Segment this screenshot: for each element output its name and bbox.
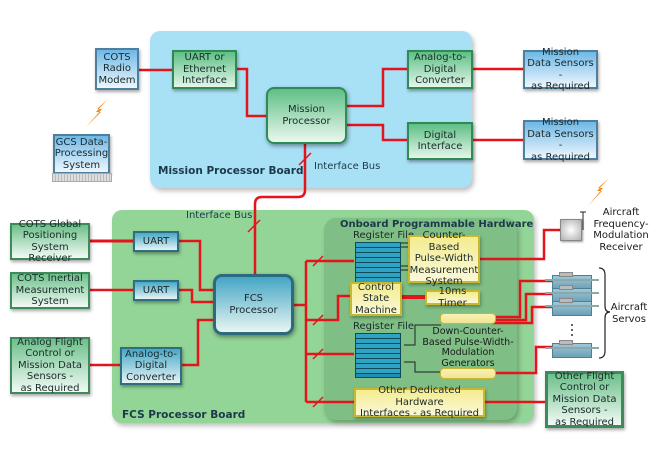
antenna	[580, 211, 586, 230]
pulse-width-measurement-system: Counter-Based Pulse-Width Measurement Sy…	[408, 230, 480, 288]
pwm-generator-bar-top	[440, 313, 496, 324]
servo-icon	[545, 340, 599, 358]
mission-data-sensors-1: Mission Data Sensors - as Required	[523, 47, 598, 92]
gcs-data-processing-system: GCS Data- Processing System	[53, 134, 110, 174]
wire-pwm-servo4	[492, 345, 552, 375]
bus-slash	[247, 219, 261, 233]
mission-interface-bus-label: Interface Bus	[314, 161, 381, 172]
wire-uart-mission	[236, 67, 266, 118]
bus-slash	[312, 396, 324, 408]
wire-pwm-servo2	[492, 292, 552, 322]
uart-gps: UART	[133, 231, 179, 252]
wire-bus-csm	[306, 294, 350, 322]
mission-data-sensors-2: Mission Data Sensors - as Required	[523, 117, 598, 163]
aircraft-servos-label: Aircraft Servos	[610, 302, 648, 325]
uart-ims: UART	[133, 280, 179, 301]
pwm-generator-bar-bottom	[440, 368, 496, 379]
servos-brace	[598, 267, 611, 359]
digital-interface: Digital Interface	[407, 122, 473, 160]
servo-ellipsis-dot	[571, 324, 573, 326]
fcs-interface-bus-label: Interface Bus	[186, 210, 253, 221]
wire-interface-bus	[253, 144, 307, 274]
regfile-pwm-link	[404, 324, 441, 346]
servo-ellipsis-dot	[571, 334, 573, 336]
aircraft-fm-receiver-label: Aircraft Frequency- Modulation Receiver	[593, 207, 649, 253]
10ms-timer: 10ms Timer	[425, 286, 480, 309]
pwm-generators-label: Down-Counter- Based Pulse-Width- Modulat…	[422, 326, 514, 369]
laptop-keyboard-icon	[52, 173, 112, 182]
mission-adc: Analog-to- Digital Converter	[407, 50, 473, 89]
onboard-hw-title: Onboard Programmable Hardware	[340, 219, 534, 230]
regfile-pwm-link	[404, 361, 441, 373]
cots-radio-modem: COTS Radio Modem	[95, 48, 139, 90]
cots-inertial-measurement-system: COTS Inertial Measurement System	[10, 272, 90, 309]
servo-ellipsis-dot	[571, 329, 573, 331]
wire-mission-digital	[346, 123, 408, 142]
lightning-icon	[588, 178, 609, 206]
fcs-adc: Analog-to- Digital Converter	[120, 347, 182, 385]
wire-adc-fcs	[181, 318, 213, 367]
bus-slash	[312, 255, 324, 267]
other-dedicated-hardware-interfaces: Other Dedicated Hardware Interfaces - as…	[354, 385, 485, 419]
register-file-2	[355, 333, 401, 378]
fcs-processor: FCS Processor	[213, 274, 294, 335]
bus-slash	[298, 152, 312, 166]
wire-mission-adc	[346, 67, 408, 108]
wire-uart2-fcs	[178, 288, 213, 304]
control-state-machine: Control State Machine	[350, 282, 402, 316]
bus-slash	[312, 348, 324, 360]
register-file-1	[355, 242, 401, 287]
wire-uart1-fcs	[178, 239, 213, 292]
cots-gps-receiver: COTS Global Positioning System Receiver	[10, 219, 90, 264]
wire-pwm-receiver	[480, 228, 560, 261]
mission-processor: Mission Processor	[266, 87, 347, 144]
analog-flight-control-sensors: Analog Flight Control or Mission Data Se…	[10, 337, 90, 394]
register-file-1-label: Register File	[353, 230, 415, 241]
uart-ethernet-interface: UART or Ethernet Interface	[172, 50, 237, 89]
wire-pwm-servo3	[492, 305, 552, 325]
wire-pwm-servo1	[492, 279, 552, 319]
servo-icon	[545, 298, 599, 316]
lightning-icon	[86, 99, 108, 127]
register-file-2-label: Register File	[353, 321, 415, 332]
bus-slash	[312, 314, 324, 326]
other-flight-control-sensors: Other Flight Control or Mission Data Sen…	[545, 371, 624, 428]
mission-board-label: Mission Processor Board	[158, 165, 304, 177]
fcs-board-label: FCS Processor Board	[122, 409, 246, 421]
fm-receiver-icon	[560, 219, 582, 241]
